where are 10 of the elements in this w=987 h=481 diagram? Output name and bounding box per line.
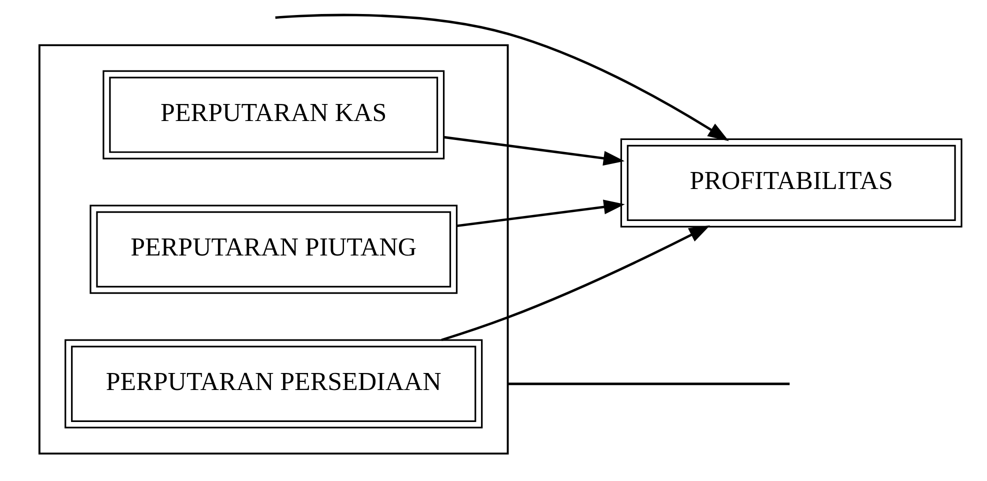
- arrow: [440, 225, 710, 342]
- arrow: [274, 14, 728, 142]
- node-box: PROFITABILITAS: [620, 138, 962, 228]
- cluster: [38, 44, 508, 455]
- node-box: PERPUTARAN PIUTANG: [89, 204, 458, 294]
- arrow: [444, 136, 624, 166]
- node-box: PERPUTARAN PERSEDIAAN: [64, 339, 482, 428]
- node-box: PERPUTARAN KAS: [102, 70, 444, 160]
- arrow: [456, 200, 624, 228]
- connector: [507, 382, 790, 386]
